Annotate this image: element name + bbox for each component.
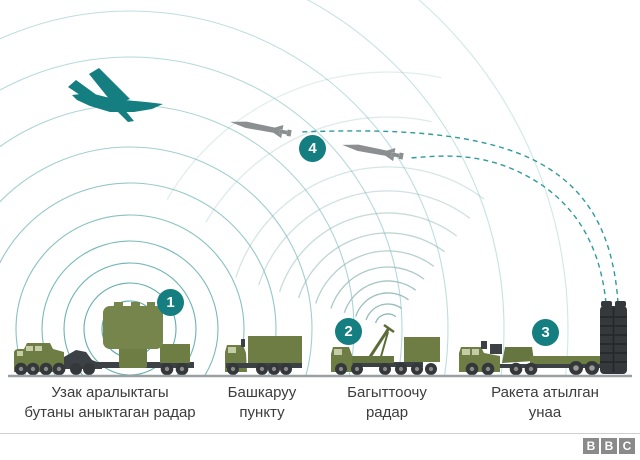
command-post-vehicle [225,336,302,375]
missile-trajectory-paths [298,130,619,304]
bbc-logo: B B C [583,438,635,454]
bbc-logo-block: C [619,438,635,454]
label-line: Башкаруу [227,384,297,401]
vehicle-label-detection-radar: Узак аралыктагы бутаны аныктаган радар [8,383,212,423]
vehicle-label-launch-vehicle: Ракета атылган унаа [465,383,625,423]
missile-icon [342,144,404,162]
trajectory-path-inner [409,155,607,304]
target-plane-icon [68,68,163,122]
step-badge-4: 4 [299,135,326,162]
guidance-radar-waves-icon [166,71,485,324]
label-line: радар [365,404,409,421]
step-badge-3: 3 [532,319,559,346]
footer-divider [0,433,640,434]
step-badge-2: 2 [335,318,362,345]
missile-icon [230,121,292,139]
vehicle-label-guidance-radar: Багыттоочу радар [337,383,437,423]
label-line: унаа [528,404,562,421]
radar-mast-icon [366,323,395,361]
label-line: Узак аралыктагы [51,384,169,401]
trajectory-path-outer [298,130,619,304]
label-line: Багыттоочу [347,384,427,401]
detection-radar-waves-icon [0,0,569,375]
detection-radar-vehicle [14,302,194,376]
launch-tubes-icon [600,301,627,374]
missile-launch-vehicle [459,301,627,376]
label-line: пункту [239,404,285,421]
radar-dome-icon [103,306,163,349]
label-line: бутаны аныктаган радар [24,404,196,421]
guidance-radar-vehicle [331,323,440,375]
bbc-logo-block: B [583,438,599,454]
bbc-logo-block: B [601,438,617,454]
label-line: Ракета атылган [491,384,599,401]
step-badge-1: 1 [157,289,184,316]
vehicle-label-command-post: Башкаруу пункту [212,383,312,423]
